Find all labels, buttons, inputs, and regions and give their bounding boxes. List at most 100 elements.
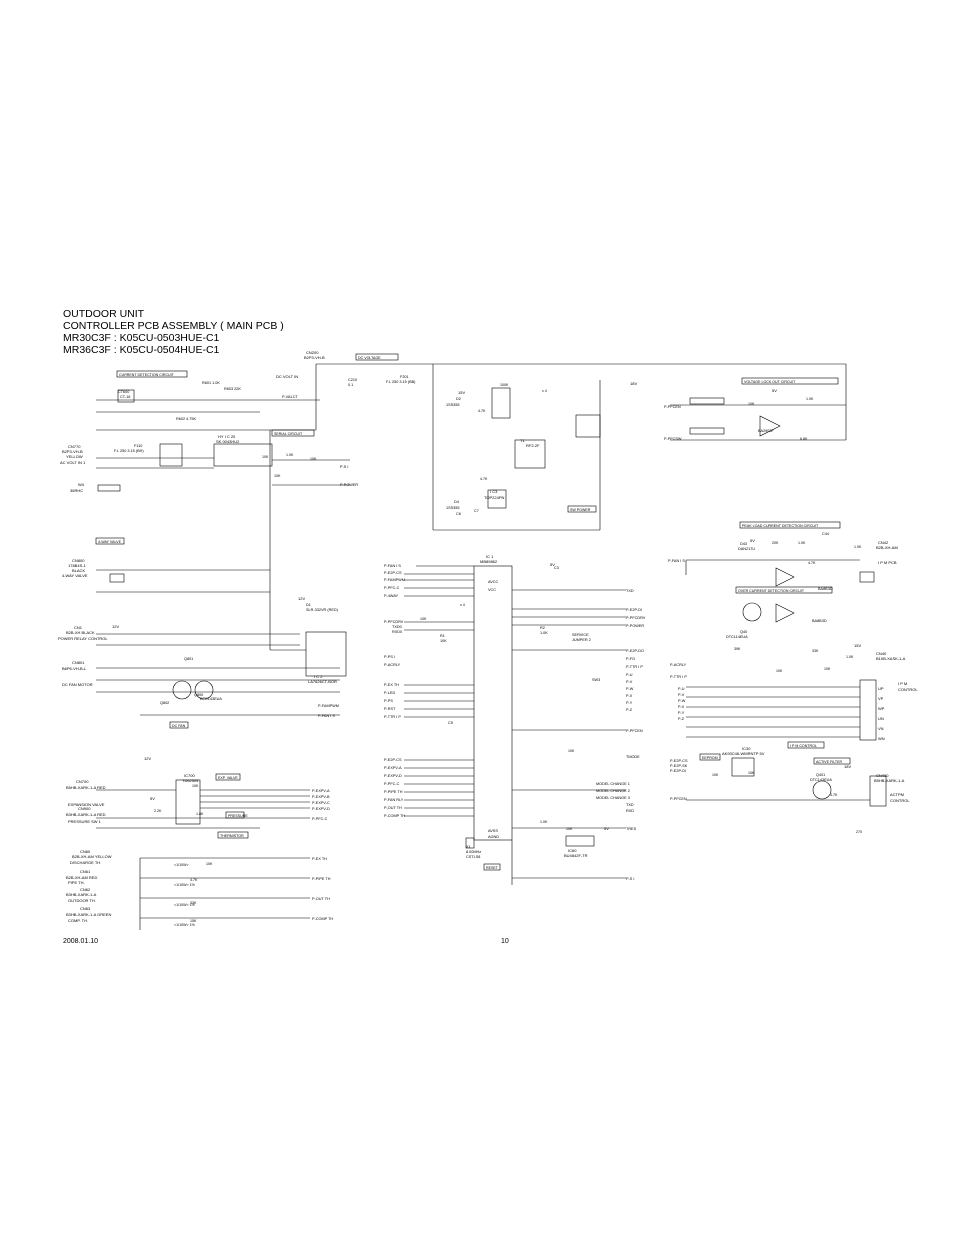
supply-15v: 15V — [458, 390, 465, 395]
resistor-value-34: 1.0K — [854, 545, 862, 549]
signal-pipe-th-2: P-PIPE TH — [312, 877, 331, 881]
hyic20-label: HY I C 20 — [218, 434, 236, 439]
signal-pfc-c-2: P-PFC-C — [384, 782, 400, 786]
ipm-pin-up: UP — [878, 686, 884, 691]
over-current-caption: OVER CURRENT DETECTION CIRCUIT — [738, 589, 805, 593]
cn770-label: CN770 — [68, 444, 81, 449]
ic30-part: AK93C46-WMRNTP 5V — [722, 751, 765, 756]
signal-v-2: P-V — [678, 693, 685, 697]
actpm-label: ACTPM — [890, 792, 904, 797]
four-way-caption: 4-WAY VALVE — [98, 540, 122, 544]
active-filter-caption: ACTIVE FILTER — [816, 760, 842, 764]
resistor-value-33: 39K — [734, 647, 741, 651]
q802-label: Q802 — [160, 701, 169, 705]
signal-x-2: P-X — [678, 705, 685, 709]
r1-label: R1 — [440, 634, 445, 638]
signal-tres: TRES — [626, 827, 637, 831]
signal-agnd: AGND — [488, 835, 499, 839]
ipm-pin-wp: WP — [878, 706, 885, 711]
pipe-th-label: PIPE TH. — [68, 880, 85, 885]
comp-th-label: COMP. TH. — [68, 918, 88, 923]
c6-label: C6 — [456, 512, 461, 516]
signal-y: P-Y — [626, 701, 633, 705]
resistor-value-26: 4.7K — [478, 409, 486, 413]
cn60-label: CN60 — [80, 849, 91, 854]
d2-label: D2 — [456, 397, 461, 401]
page-number: 10 — [501, 938, 509, 945]
resistor-value-2: 1.8K — [196, 812, 204, 816]
switching-power-caption: SW POWER — [570, 508, 591, 512]
signal-s-i: P-S I — [626, 877, 634, 881]
signal-power-2: P-POWER — [340, 483, 358, 487]
q40-part: DTC114EUA — [726, 635, 748, 639]
signal-txd0: TXD0 — [392, 625, 402, 629]
signal-famp-w-2: P-FAMPWM — [318, 704, 339, 708]
signal-avcc: AVCC — [488, 580, 499, 584]
r2-label: R2 — [540, 626, 545, 630]
supply-12v-2: 12V — [298, 596, 305, 601]
ic40-part: BA8B3D — [818, 587, 833, 591]
ic64-part: BA2903F — [758, 429, 775, 433]
signal-rst: P-RST — [384, 707, 396, 711]
power-relay-control-label: POWER RELAY CONTROL — [58, 636, 108, 641]
signal-vcc: VCC — [488, 588, 496, 592]
signal-pipe-th: P-PIPE TH — [384, 790, 403, 794]
resistor-value-30: 10K — [712, 773, 719, 777]
signal-ee-di: P-E2P-DI — [626, 608, 642, 612]
ipm-pin-vp: VP — [878, 696, 884, 701]
service-jumper-label-2: JUMPER 2 — [572, 638, 591, 642]
actpm-control-label: CONTROL — [890, 798, 910, 803]
cn62-type: B3HB-XARK-1-A — [66, 892, 97, 897]
signal-ttr-p-2: P-TTR I P — [626, 665, 643, 669]
signal-y-2: P-Y — [678, 711, 685, 715]
resistor-value-7: 15K — [190, 919, 197, 923]
supply-5v-4: 5V — [750, 538, 755, 543]
signal-rxd: RXD — [626, 809, 634, 813]
cn60-type: B2B-XH-AM YELLOW — [72, 854, 112, 859]
ic60-part: BU4842F-TR — [564, 853, 588, 858]
signal-expv-c: P-EXPV-C — [312, 801, 330, 805]
resistor-value-11: 10K — [824, 667, 831, 671]
supply-5v-1: 5V — [150, 796, 155, 801]
footer-date: 2008.01.10 — [63, 938, 99, 945]
cn900-type: B3HB-XARK-1-A RED — [66, 812, 106, 817]
signal-pfcen-3: P-PFCEN — [670, 797, 687, 801]
signal-fg: P-FG — [626, 657, 635, 661]
r601-label: R601 1.0K — [202, 381, 220, 385]
d4-part: 1SS355 — [446, 506, 460, 510]
signal-model-change-3: MODEL CHANGE 3 — [596, 796, 630, 800]
r2-value: 1.0K — [540, 631, 548, 635]
resistor-watt-3: <1/10W> 1% — [174, 903, 196, 907]
cn801-label: CN801 — [72, 660, 85, 665]
sw3-label: SW3 — [592, 678, 600, 682]
title-assembly: CONTROLLER PCB ASSEMBLY ( MAIN PCB ) — [63, 320, 284, 332]
cn770-type: B2P3-VH-B — [62, 449, 83, 454]
signal-s-i-2: P-S I — [340, 465, 348, 469]
signal-power: P-POWER — [626, 624, 644, 628]
x1-value: 8.00MHz — [466, 850, 481, 854]
cn700-type: B5HB-XARK-1-A RED — [66, 785, 106, 790]
resistor-multiplier-1: x 4 — [460, 603, 465, 607]
reset-caption: RESET — [486, 866, 499, 870]
q401-part: DTC143EUA — [810, 778, 832, 782]
cn1-type: B2B-XH BLACK — [66, 630, 95, 635]
t1-label: T1 — [520, 438, 525, 443]
signal-txd-2: TXD — [626, 803, 634, 807]
t1-part: RF2-2F — [526, 443, 540, 448]
signal-txd: TXD — [626, 589, 634, 593]
f201-label: F201 — [400, 375, 409, 379]
resistor-watt-2: <1/10W> 1% — [174, 883, 196, 887]
signal-ee-cs-3: P-E2P-CS — [670, 759, 688, 763]
discharge-th-label: DISCHARGE TH. — [70, 860, 101, 865]
resistor-value-14: 6.8K — [800, 437, 808, 441]
cn400-type: B5HB-XARK-1-A — [874, 778, 905, 783]
signal-tmode: TMODE — [626, 755, 640, 759]
signal-expv-b: P-EXPV-B — [312, 795, 330, 799]
thermistor-caption: THERMISTOR — [220, 834, 244, 838]
title-block: OUTDOOR UNIT CONTROLLER PCB ASSEMBLY ( M… — [63, 308, 284, 356]
ic2-part: LA7626CT-BOR — [308, 679, 337, 684]
resistor-value-9: 1.0K — [798, 541, 806, 545]
dc-volt-in-label: DC VOLT IN — [276, 374, 298, 379]
resistor-value-1: 10K — [192, 784, 199, 788]
